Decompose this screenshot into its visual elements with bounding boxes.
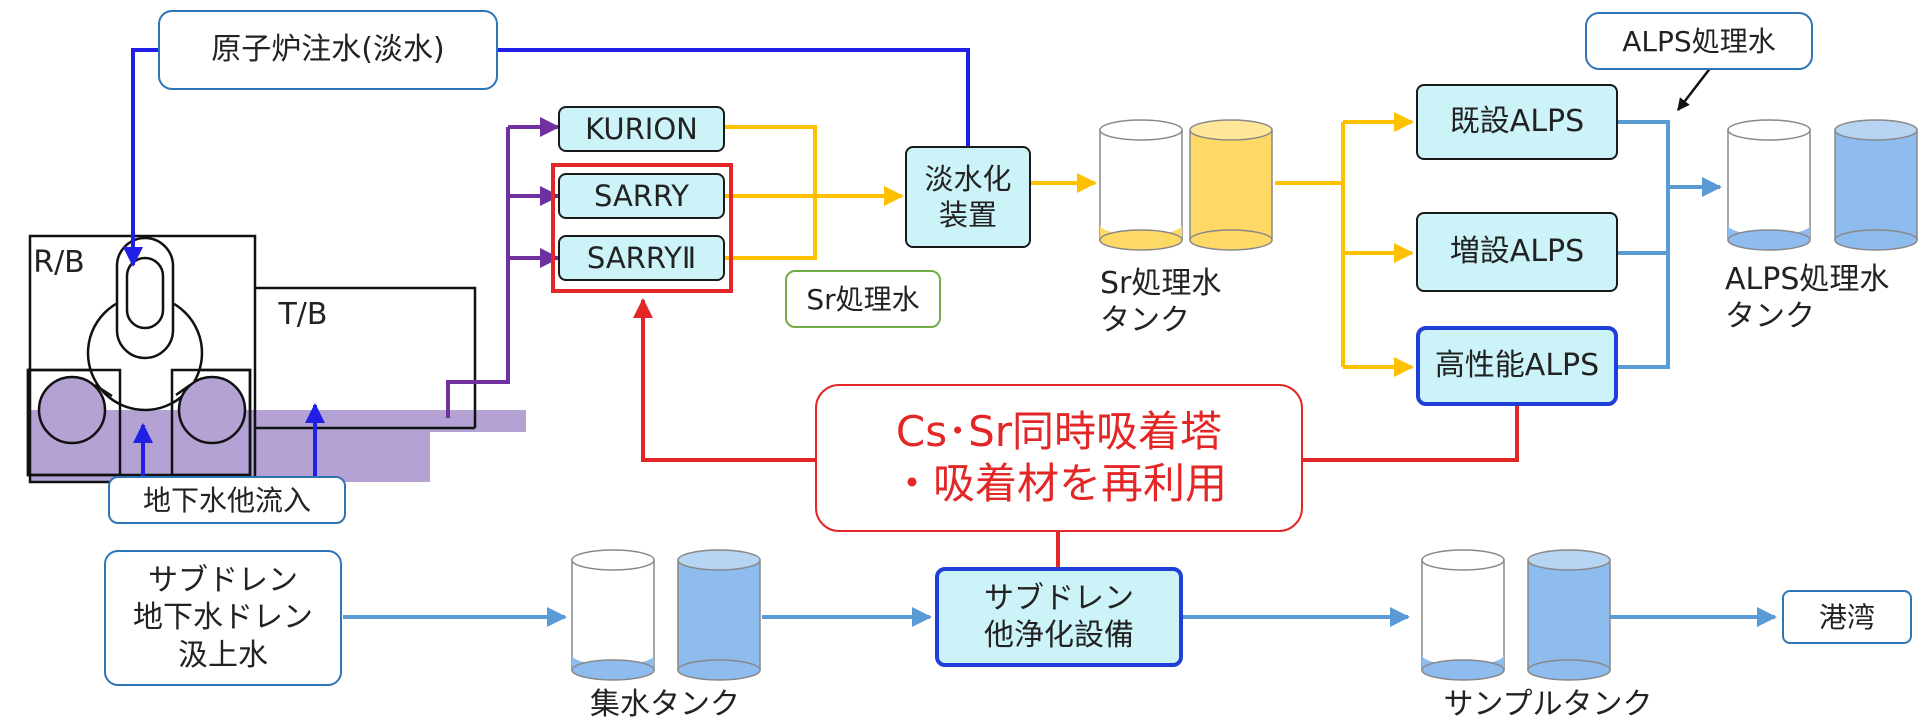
collection-tank-label: 集水タンク [590,687,740,723]
sr-water-label: Sr処理水 [785,270,941,328]
contaminated-water-area-tb [430,410,526,432]
existing-alps-box: 既設ALPS [1416,84,1618,160]
desalination-return-line [497,48,970,157]
sarry2-box: SARRYⅡ [558,235,725,281]
reactor-vessel-icon [37,236,247,445]
cs-sr-reuse-callout: Cs･Sr同時吸着塔 ・吸着材を再利用 [815,384,1303,532]
subdrain-source-label: サブドレン 地下水ドレン 汲上水 [104,550,342,686]
sarry-box: SARRY [558,173,725,219]
harbor-label: 港湾 [1782,590,1912,644]
alps-tank-label: ALPS処理水 タンク [1725,261,1890,335]
kurion-box: KURION [558,106,725,152]
freshwater-injection-label: 原子炉注水(淡水) [158,10,498,90]
tb-label: T/B [278,297,328,333]
reactor-building [26,234,526,484]
alps-water-label: ALPS処理水 [1585,12,1813,70]
rb-label: R/B [33,245,85,281]
sample-tank-label: サンプルタンク [1443,686,1653,722]
sr-tank-label: Sr処理水 タンク [1100,265,1222,339]
tank-icon [571,119,1918,681]
additional-alps-box: 増設ALPS [1416,212,1618,292]
injection-line [123,48,160,267]
sarry-highlight-frame [551,163,733,293]
purple-trunk [446,127,510,418]
groundwater-inflow-label: 地下水他流入 [108,476,346,524]
subdrain-facility-box: サブドレン 他浄化設備 [935,567,1183,667]
high-perf-alps-box: 高性能ALPS [1416,326,1618,406]
desalination-box: 淡水化 装置 [905,146,1031,248]
